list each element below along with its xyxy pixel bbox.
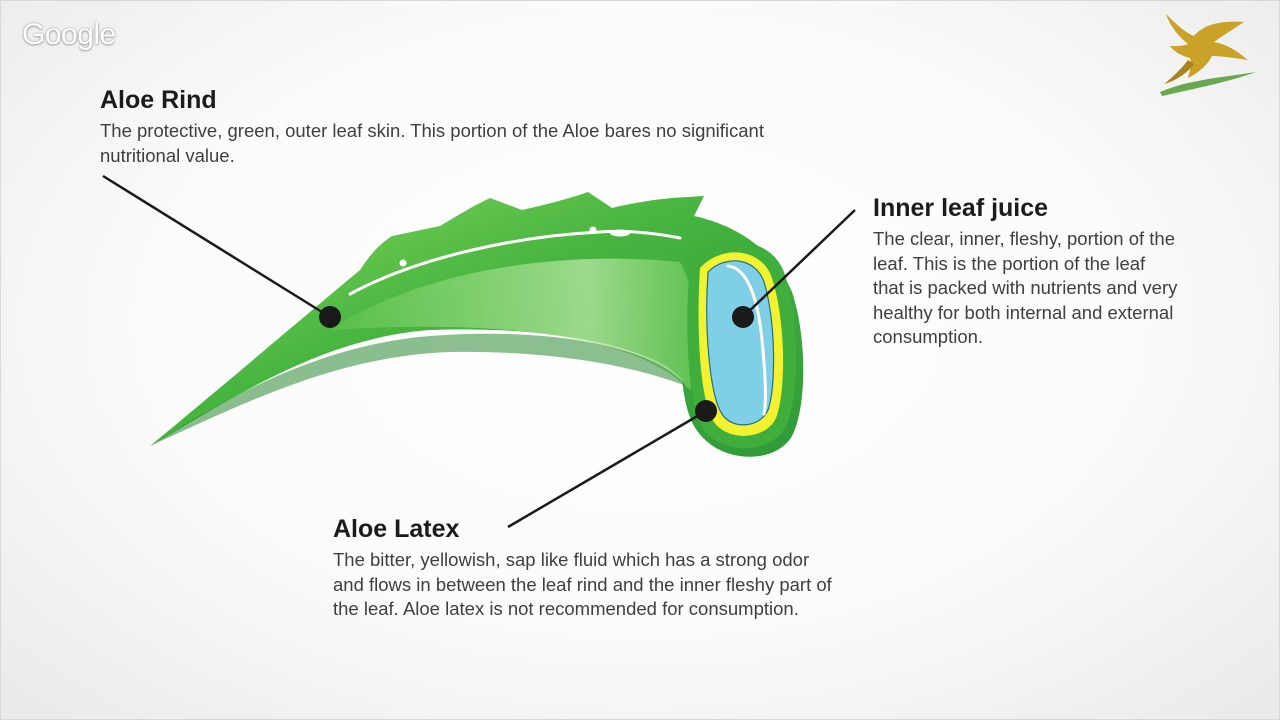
callout-aloe-latex: Aloe Latex The bitter, yellowish, sap li… xyxy=(333,515,843,622)
callout-aloe-rind: Aloe Rind The protective, green, outer l… xyxy=(100,86,820,168)
eagle-logo-icon xyxy=(1160,14,1256,96)
callout-body: The protective, green, outer leaf skin. … xyxy=(100,120,764,166)
aloe-leaf-edge-highlight xyxy=(348,229,682,296)
rind-pointer-dot xyxy=(319,306,341,328)
callout-inner-leaf-juice: Inner leaf juice The clear, inner, flesh… xyxy=(873,194,1178,350)
juice-pointer-line xyxy=(742,209,856,318)
rind-pointer-line xyxy=(102,174,331,319)
aloe-leaf-face xyxy=(330,258,698,390)
google-watermark: Google xyxy=(22,18,116,51)
aloe-leaf-underside xyxy=(150,333,686,446)
latex-pointer-dot xyxy=(695,400,717,422)
callout-body: The bitter, yellowish, sap like fluid wh… xyxy=(333,549,832,619)
callout-body: The clear, inner, fleshy, portion of the… xyxy=(873,228,1178,347)
callout-title: Aloe Latex xyxy=(333,515,460,543)
callout-title: Inner leaf juice xyxy=(873,194,1049,222)
callout-title: Aloe Rind xyxy=(100,86,217,114)
aloe-gel-highlight xyxy=(726,264,767,416)
juice-pointer-dot xyxy=(732,306,754,328)
latex-pointer-line xyxy=(507,409,707,529)
